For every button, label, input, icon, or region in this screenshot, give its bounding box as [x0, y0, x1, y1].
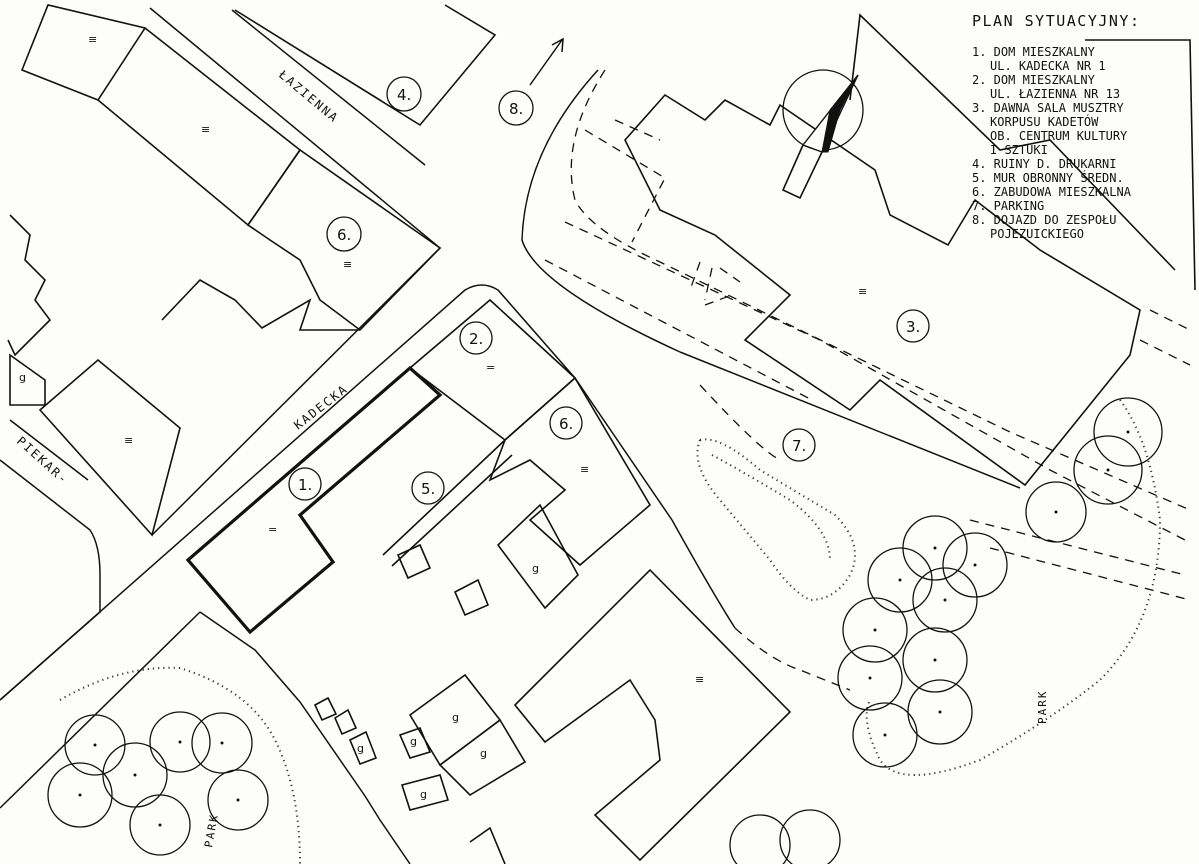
- buildings: [7, 4, 1196, 864]
- legend-item-line: I SZTUKI: [990, 143, 1048, 157]
- access-arrow-icon: [529, 37, 564, 86]
- marker-2: 2.: [459, 321, 493, 355]
- legend-item-line: 1. DOM MIESZKALNY: [972, 45, 1096, 59]
- parking-island: [696, 438, 856, 602]
- marker-7: 7.: [782, 428, 816, 462]
- legend-item-line: 7. PARKING: [972, 199, 1044, 213]
- numbered-markers: 1. 2. 3. 4. 5. 6. 6. 7.: [288, 76, 930, 505]
- legend-title: PLAN SYTUACYJNY:: [972, 12, 1141, 30]
- marker-8: 8.: [498, 90, 534, 126]
- building-mid-left: [161, 278, 360, 331]
- street-name-kadecka: KADECKA: [291, 382, 351, 433]
- legend-item-line: UL. KADECKA NR 1: [990, 59, 1106, 73]
- marker-6-right: 6.: [549, 406, 583, 440]
- legend-item-line: 2. DOM MIESZKALNY: [972, 73, 1096, 87]
- garage-5: [400, 774, 450, 811]
- garage-far-left: [9, 353, 46, 406]
- building-6-right: [488, 376, 652, 567]
- building-lower-left: [38, 358, 181, 537]
- legend-item-line: UL. ŁAZIENNA NR 13: [990, 87, 1120, 101]
- legend-item-line: KORPUSU KADETÓW: [990, 114, 1099, 129]
- garage-1: [496, 503, 579, 610]
- parking-lanes: [544, 69, 1191, 691]
- medieval-defensive-wall: [382, 439, 513, 567]
- legend-item-line: 4. RUINY D. DRUKARNI: [972, 157, 1117, 171]
- marker-6-left: 6.: [326, 216, 362, 252]
- svg-text:7.: 7.: [792, 437, 806, 455]
- building-3-culture-center: [624, 93, 1141, 487]
- residential-symbol: ≡: [201, 123, 210, 136]
- double-symbol: =: [268, 523, 277, 536]
- double-symbol: =: [486, 361, 495, 374]
- marker-4: 4.: [386, 76, 422, 112]
- garage-4: [398, 726, 432, 759]
- building-symbols: ≡ ≡ ≡ ≡ = = ≡ ≡ ≡ g g g g g g g: [19, 33, 867, 801]
- garage-symbol: g: [410, 735, 417, 748]
- garage-symbol: g: [357, 742, 364, 755]
- park-label-left: PARK: [202, 812, 221, 848]
- svg-text:1.: 1.: [298, 476, 312, 494]
- garage-small-1: [396, 543, 432, 580]
- building-far-left: [7, 214, 52, 357]
- svg-text:4.: 4.: [397, 86, 411, 104]
- legend-item-line: 6. ZABUDOWA MIESZKALNA: [972, 185, 1132, 199]
- legend-item-line: 3. DAWNA SALA MUSZTRY: [972, 101, 1124, 115]
- ruins-printing-house: [234, 4, 497, 127]
- marker-5: 5.: [411, 471, 445, 505]
- svg-text:6.: 6.: [559, 415, 573, 433]
- building-lower-block: [513, 568, 792, 862]
- building-bottom-edge: [469, 826, 506, 864]
- park-left-trees: [47, 666, 301, 864]
- garage-symbol: g: [480, 747, 487, 760]
- building-top-left-2: [97, 27, 302, 227]
- garage-symbol: g: [420, 788, 427, 801]
- residential-symbol: ≡: [124, 434, 133, 447]
- marker-1: 1.: [288, 467, 322, 501]
- legend-item-line: POJEZUICKIEGO: [990, 227, 1084, 241]
- residential-symbol: ≡: [343, 258, 352, 271]
- svg-text:5.: 5.: [421, 480, 435, 498]
- svg-text:3.: 3.: [906, 318, 920, 336]
- north-arrow-icon: [781, 69, 864, 200]
- building-top-right: [849, 13, 1176, 271]
- park-right-trees: [729, 397, 1163, 864]
- garage-symbol: g: [532, 562, 539, 575]
- svg-text:2.: 2.: [469, 330, 483, 348]
- building-top-left-1: [20, 4, 147, 101]
- residential-symbol: ≡: [695, 673, 704, 686]
- garage-small-2: [453, 578, 490, 617]
- svg-text:6.: 6.: [337, 226, 351, 244]
- building-top-right-edge: [1085, 39, 1196, 291]
- street-name-lazienna: ŁAZIENNA: [275, 67, 341, 126]
- road-network: [0, 7, 1021, 864]
- marker-3: 3.: [896, 309, 930, 343]
- legend-item-line: OB. CENTRUM KULTURY: [990, 129, 1128, 143]
- park-label-right: PARK: [1036, 690, 1049, 725]
- residential-symbol: ≡: [580, 463, 589, 476]
- svg-text:8.: 8.: [509, 100, 523, 118]
- legend-item-line: 5. MUR OBRONNY ŚREDN.: [972, 170, 1124, 185]
- garage-row: [313, 696, 378, 766]
- garage-symbol: g: [19, 371, 26, 384]
- residential-symbol: ≡: [858, 285, 867, 298]
- residential-symbol: ≡: [88, 33, 97, 46]
- building-6-left: [246, 148, 442, 332]
- garage-symbol: g: [452, 711, 459, 724]
- garage-3: [438, 718, 527, 797]
- legend-item-line: 8. DOJAZD DO ZESPOŁU: [972, 213, 1117, 227]
